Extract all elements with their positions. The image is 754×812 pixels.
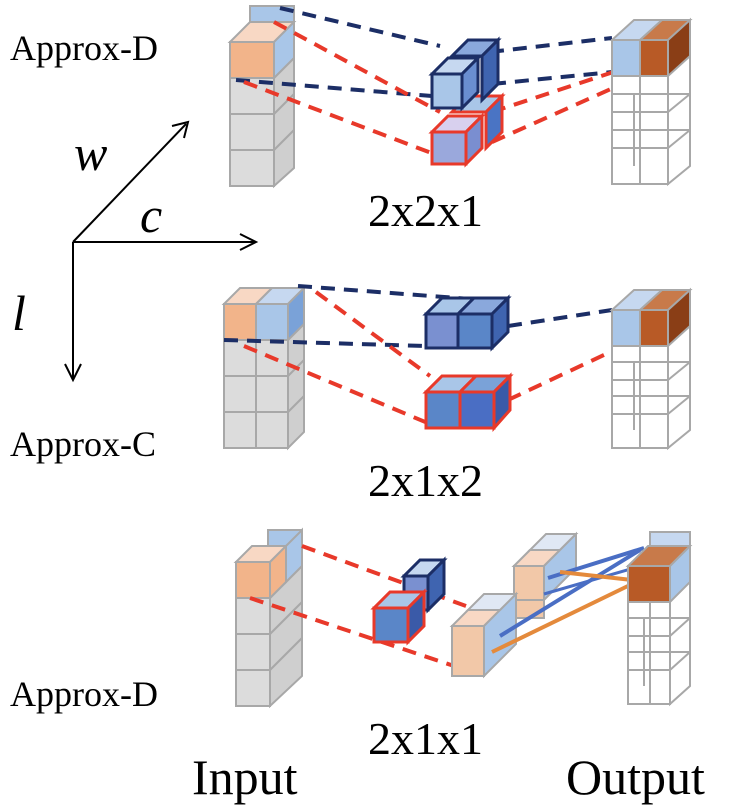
label-approx-top: Approx-D [10,28,158,68]
intermediate-cells [449,531,579,679]
axis-label-c: c [140,187,162,243]
kernel-blue-middle [422,294,512,352]
label-dim-top: 2x2x1 [368,185,483,236]
label-output: Output [566,749,705,805]
section-bottom [233,527,693,709]
kernel-blue-top [428,36,502,112]
output-grid-top [609,17,693,187]
section-top [227,5,693,189]
axis-label-w: w [74,125,107,181]
axes-indicator: w c l [12,120,259,383]
output-grid-middle [609,287,693,451]
kernel-red-bottom [370,588,428,646]
label-dim-middle: 2x1x2 [368,455,483,506]
input-column-top [227,5,297,189]
kernel-red-middle [422,372,514,432]
label-input: Input [192,749,298,805]
label-dim-bottom: 2x1x1 [368,713,483,764]
label-approx-bottom: Approx-D [10,674,158,714]
output-grid-bottom [625,531,693,707]
label-approx-middle: Approx-C [10,424,156,464]
section-middle [221,284,693,451]
axis-label-l: l [12,285,26,341]
input-column-bottom [233,527,303,709]
